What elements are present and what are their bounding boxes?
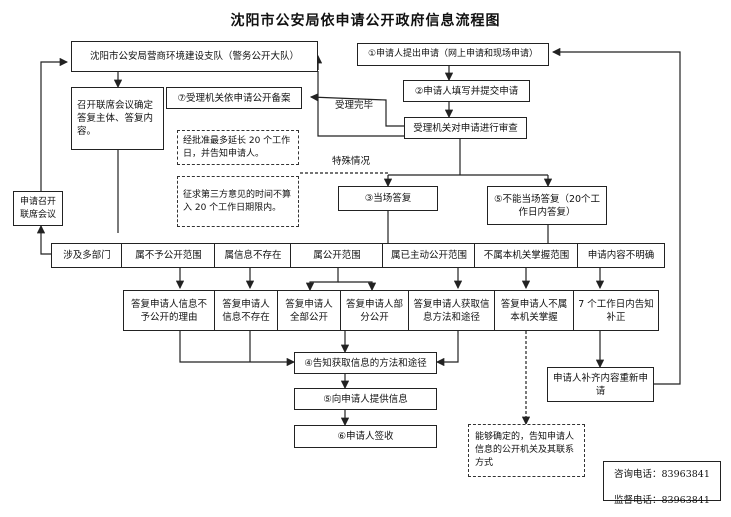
supervise-label: 监督电话： — [614, 495, 662, 506]
apply-meeting-box: 申请召开联席会议 — [13, 191, 63, 226]
category-5: 不属本机关掌握范围 — [474, 243, 578, 268]
can-determine-box: 能够确定的，告知申请人信息的公开机关及其联系方式 — [468, 424, 585, 477]
category-3: 属公开范围 — [290, 243, 383, 268]
joint-meeting-box: 召开联席会议确定答复主体、答复内容。 — [71, 87, 164, 150]
apply-box: ①申请人提出申请（网上申请和现场申请） — [357, 43, 549, 66]
contact-box: 咨询电话：83963841 监督电话：83963841 — [603, 461, 721, 506]
consult-row: 咨询电话：83963841 — [614, 455, 710, 481]
special-label: 特殊情况 — [332, 156, 371, 167]
fill-box: ②申请人填写并提交申请 — [403, 80, 530, 102]
consult-phone: 83963841 — [661, 469, 710, 480]
category-0: 涉及多部门 — [51, 243, 122, 268]
page-title: 沈阳市公安局依申请公开政府信息流程图 — [230, 13, 501, 29]
provide-info-box: ⑤向申请人提供信息 — [294, 388, 437, 410]
accept-box: ⑦受理机关依申请公开备案 — [166, 87, 302, 109]
sign-box: ⑥申请人签收 — [294, 425, 437, 448]
review-box: 受理机关对申请进行审查 — [404, 117, 527, 139]
notify-method-box: ④告知获取信息的方法和途径 — [294, 352, 437, 374]
reply-3: 答复申请人部分公开 — [340, 290, 409, 331]
accepted-label: 受理完毕 — [335, 100, 374, 111]
category-4: 属已主动公开范围 — [382, 243, 475, 268]
supplement-box: 申请人补齐内容重新申请 — [547, 367, 654, 402]
supervise-row: 监督电话：83963841 — [614, 481, 710, 507]
extend-note: 经批准最多延长 20 个工作日，并告知申请人。 — [177, 130, 299, 165]
reply-6: 7 个工作日内告知补正 — [573, 290, 659, 331]
on-spot-box: ③当场答复 — [338, 186, 438, 211]
reply-4: 答复申请人获取信息方法和途径 — [408, 290, 495, 331]
category-1: 属不予公开范围 — [121, 243, 215, 268]
reply-1: 答复申请人信息不存在 — [214, 290, 278, 331]
not-on-spot-box: ⑤不能当场答复（20个工作日内答复） — [487, 186, 607, 225]
reply-5: 答复申请人不属本机关掌握 — [494, 290, 574, 331]
third-party-note: 征求第三方意见的时间不算入 20 个工作日期限内。 — [177, 176, 299, 227]
supervise-phone: 83963841 — [661, 495, 710, 506]
category-6: 申请内容不明确 — [577, 243, 665, 268]
consult-label: 咨询电话： — [614, 469, 662, 480]
reply-2: 答复申请人全部公开 — [277, 290, 341, 331]
reply-0: 答复申请人信息不予公开的理由 — [123, 290, 215, 331]
zhidui-box: 沈阳市公安局营商环境建设支队（警务公开大队） — [71, 41, 318, 72]
category-2: 属信息不存在 — [214, 243, 291, 268]
